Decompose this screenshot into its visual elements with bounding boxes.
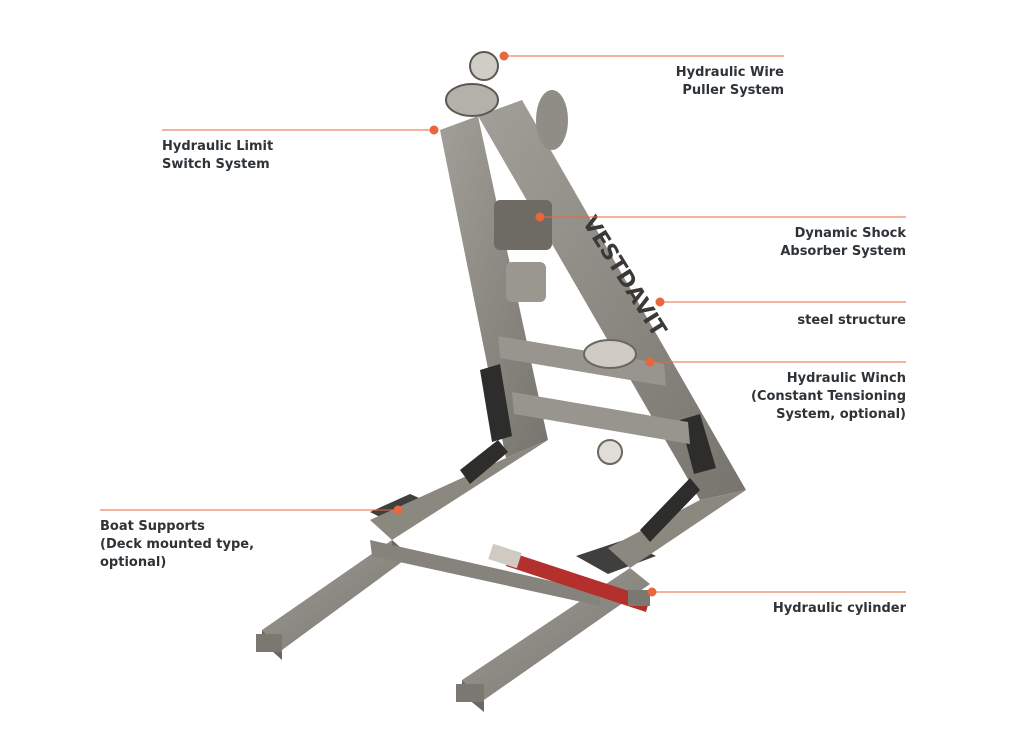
callout-cylinder: Hydraulic cylinder	[773, 600, 906, 618]
callout-line: (Deck mounted type,	[100, 537, 255, 552]
dot-steel-structure	[655, 297, 665, 307]
callout-line: optional)	[100, 555, 167, 570]
callout-line: (Constant Tensioning	[751, 389, 906, 404]
base-feet	[256, 590, 650, 702]
callout-shock-absorber: Dynamic Shock Absorber System	[780, 225, 906, 261]
dot-shock-absorber	[535, 212, 545, 222]
callout-dots	[393, 51, 665, 597]
callout-leader-lines	[100, 55, 906, 593]
callout-limit-switch: Hydraulic Limit Switch System	[162, 138, 273, 174]
mechanism-cluster	[445, 51, 637, 465]
dot-boat-supports	[393, 505, 403, 515]
callout-line: Switch System	[162, 157, 270, 172]
callout-line: System, optional)	[776, 407, 906, 422]
callout-line: Dynamic Shock	[794, 226, 906, 241]
callout-line: Absorber System	[780, 244, 906, 259]
callout-line: Hydraulic Wire	[675, 65, 784, 80]
dot-cylinder	[647, 587, 657, 597]
callout-line: Hydraulic cylinder	[772, 601, 906, 616]
left-leg	[370, 116, 548, 540]
callout-line: Hydraulic Winch	[786, 371, 906, 386]
callout-winch: Hydraulic Winch (Constant Tensioning Sys…	[751, 370, 906, 424]
hydraulic-cylinder-part	[488, 543, 650, 612]
dot-winch	[645, 357, 655, 367]
callout-boat-supports: Boat Supports (Deck mounted type, option…	[100, 518, 254, 572]
frame-cross-beams	[498, 336, 690, 444]
callout-line: Boat Supports	[100, 519, 205, 534]
callout-line: Hydraulic Limit	[162, 139, 274, 154]
callout-line: Puller System	[682, 83, 784, 98]
callout-line: steel structure	[797, 313, 906, 328]
dot-limit-switch	[429, 125, 439, 135]
callout-steel-structure: steel structure	[797, 312, 906, 330]
base-cross-beam	[370, 540, 600, 606]
dot-wire-puller	[499, 51, 509, 61]
callout-wire-puller: Hydraulic Wire Puller System	[676, 64, 784, 100]
